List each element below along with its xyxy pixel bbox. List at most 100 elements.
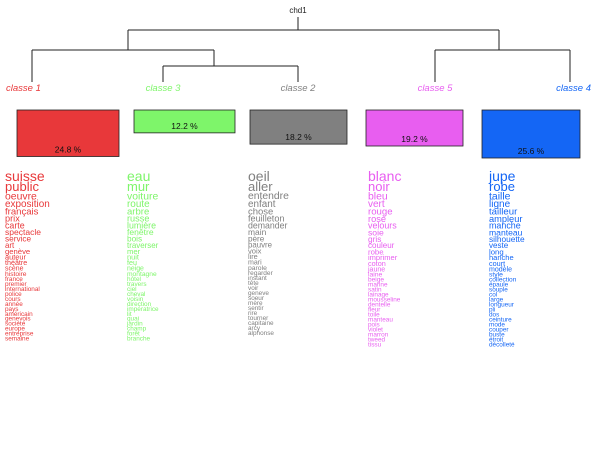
- class-word: france: [5, 276, 23, 283]
- class-word: genève: [5, 247, 30, 256]
- class-word: noir: [368, 179, 390, 194]
- class-word: sentir: [248, 305, 264, 312]
- class-word: société: [5, 321, 26, 328]
- class-word: année: [5, 301, 23, 308]
- class-word: robe: [489, 179, 515, 194]
- class-word: violet: [368, 327, 383, 334]
- class-word: pays: [5, 306, 19, 313]
- class-word: large: [489, 297, 504, 304]
- class-word: long: [489, 247, 504, 256]
- class-word: couper: [489, 327, 509, 334]
- class-word: manche: [489, 221, 521, 231]
- class-bar: [481, 109, 581, 159]
- class-word: champ: [127, 326, 147, 333]
- class-word: épaule: [489, 282, 509, 289]
- class-word: feu: [127, 259, 137, 267]
- class-word: soie: [368, 228, 384, 238]
- class-word: quai: [127, 316, 139, 323]
- class-word: aller: [248, 179, 273, 194]
- class-word: théâtre: [5, 259, 27, 267]
- class-word: pli: [489, 307, 495, 314]
- class-word: montagne: [127, 271, 157, 278]
- class-word: taille: [489, 191, 511, 202]
- class-word: collection: [489, 277, 517, 284]
- class-word: forêt: [127, 331, 140, 338]
- class-word: hanche: [489, 253, 514, 262]
- class-word: europe: [5, 326, 25, 333]
- class-percent-label: 24.8 %: [55, 145, 82, 155]
- class-word: entreprise: [5, 331, 34, 338]
- class-word: français: [5, 207, 39, 218]
- class-word: semaine: [5, 336, 30, 343]
- class-word: nuit: [127, 253, 139, 262]
- class-label: classe 3: [146, 83, 182, 94]
- class-word: service: [5, 235, 32, 244]
- class-word: art: [5, 241, 15, 250]
- class-word: dentelle: [368, 302, 391, 309]
- class-word: exposition: [5, 199, 50, 210]
- class-word: vert: [368, 199, 385, 210]
- class-word: court: [489, 259, 505, 268]
- class-word: blanc: [368, 168, 401, 184]
- class-word: décolleté: [489, 342, 515, 349]
- class-word: tailleur: [489, 207, 518, 218]
- class-word: instant: [248, 275, 267, 282]
- class-word: voir: [248, 285, 259, 292]
- class-word: style: [489, 272, 503, 279]
- class-percent-label: 18.2 %: [285, 132, 312, 142]
- class-word: premier: [5, 281, 28, 288]
- class-word: couleur: [368, 241, 395, 250]
- class-word: souple: [489, 287, 508, 294]
- class-word: arbre: [127, 207, 149, 218]
- class-word: voisin: [127, 296, 144, 303]
- class-label: classe 2: [281, 83, 317, 94]
- class-word: rouge: [368, 207, 393, 218]
- class-word: chose: [248, 206, 273, 217]
- class-word: père: [248, 234, 265, 243]
- class-word: jaune: [367, 266, 385, 273]
- class-word: longueur: [489, 302, 515, 309]
- class-word: silhouette: [489, 234, 525, 244]
- class-word: genevois: [5, 316, 31, 323]
- class-word: pois: [368, 322, 380, 329]
- class-word: auteur: [5, 253, 27, 262]
- class-word: beige: [368, 277, 384, 284]
- class-word: russe: [127, 214, 149, 224]
- class-word: lire: [248, 252, 258, 261]
- class-word: mer: [127, 247, 141, 256]
- class-word: jardin: [126, 321, 143, 328]
- class-columns: classe 124.8 %suissepublicoeuvreexpositi…: [5, 83, 591, 349]
- class-word: histoire: [5, 271, 27, 278]
- class-word: mère: [248, 300, 263, 307]
- class-word: tourner: [248, 315, 269, 322]
- class-word: feuilleton: [248, 214, 284, 224]
- class-word: eau: [127, 168, 150, 184]
- class-label: classe 5: [418, 83, 454, 94]
- class-word: cheval: [127, 291, 145, 298]
- class-word: travers: [127, 281, 147, 288]
- class-word: col: [489, 292, 497, 299]
- class-word: veste: [489, 241, 509, 250]
- class-word: regarder: [248, 270, 274, 277]
- class-word: manteau: [368, 317, 393, 324]
- class-word: soeur: [248, 295, 265, 302]
- class-word: hôtel: [127, 276, 141, 283]
- class-word: police: [5, 291, 22, 298]
- class-word: ligne: [489, 199, 511, 210]
- class-bar: [365, 109, 464, 147]
- class-group-classe-4: classe 425.6 %juperobetaillelignetailleu…: [481, 83, 591, 349]
- class-word: prix: [5, 214, 20, 224]
- class-word: marron: [368, 332, 389, 339]
- class-bar: [133, 109, 236, 134]
- class-word: traverser: [127, 241, 159, 250]
- class-word: ciel: [127, 286, 137, 293]
- class-word: parole: [248, 265, 267, 272]
- class-word: impératrice: [127, 306, 159, 313]
- class-group-classe-1: classe 124.8 %suissepublicoeuvreexpositi…: [5, 83, 120, 343]
- class-word: lit: [127, 311, 132, 318]
- class-word: coton: [368, 259, 386, 268]
- class-word: capitaine: [248, 320, 274, 327]
- class-word: fenêtre: [127, 227, 154, 237]
- class-word: toile: [368, 312, 380, 319]
